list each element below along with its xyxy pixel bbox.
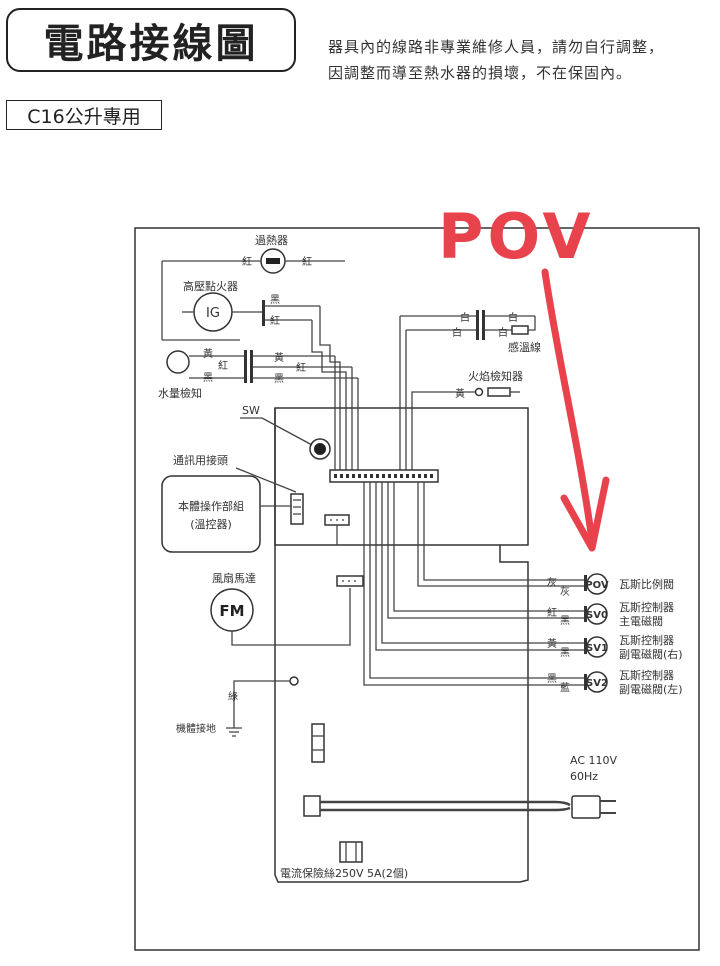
wire-color-label: 黑: [547, 673, 557, 685]
flame-sensor-symbol: [487, 387, 511, 397]
pov-code: POV: [585, 580, 609, 591]
valve-sv2: SV2 瓦斯控制器 副電磁閥(左) 黑 藍: [547, 668, 683, 696]
controller-box: [161, 475, 261, 553]
wire-color-label: 黃: [203, 347, 213, 360]
temp-sensor-label: 感溫線: [508, 340, 541, 354]
connector-pin: [340, 474, 343, 478]
sv2-code: SV2: [586, 678, 608, 689]
sv1-code: SV1: [586, 643, 608, 654]
power-plug-symbol: [571, 795, 601, 819]
overheat-sensor: [161, 248, 345, 340]
valve-sv0: SV0 瓦斯控制器 主電磁閥 紅 黑: [547, 600, 674, 628]
wire-color-label: 黑: [560, 615, 570, 627]
comm-connector-label: 通訊用接頭: [173, 453, 228, 467]
connector-pin: [334, 474, 337, 478]
power-frequency-label: 60Hz: [570, 770, 598, 783]
handwritten-annotation: POV: [438, 200, 610, 552]
main-connector: [329, 469, 439, 483]
ground-label: 機體接地: [176, 722, 216, 735]
sv1-name-1: 瓦斯控制器: [619, 633, 674, 647]
igniter-label: 高壓點火器: [183, 279, 238, 293]
connector-pins: [334, 474, 433, 478]
valve-sv1: SV1 瓦斯控制器 副電磁閥(右) 黃 黑: [547, 633, 683, 661]
comm-connector: [290, 493, 304, 525]
sv1-name-2: 副電磁閥(右): [619, 647, 683, 661]
warning-notice-line-2: 因調整而導至熱水器的損壞，不在保固內。: [328, 64, 633, 82]
temp-sensor-symbol: [511, 325, 529, 335]
wire-color-label: 綠: [228, 691, 238, 703]
wire-color-label: 紅: [547, 607, 557, 619]
model-label: C16公升專用: [6, 100, 162, 130]
wire-color-label: 藍: [560, 681, 570, 694]
power-connector: [303, 795, 321, 817]
switch-symbol: [309, 438, 331, 460]
water-sensor-label: 水量檢知: [158, 386, 202, 400]
main-board: [274, 407, 529, 883]
wire-color-label: 紅: [296, 362, 306, 374]
sv2-name-1: 瓦斯控制器: [619, 668, 674, 682]
connector-pin: [394, 474, 397, 478]
annotation-pov-text: POV: [438, 200, 594, 273]
wire-color-label: 黑: [274, 373, 284, 385]
wire-color-label: 灰: [560, 585, 570, 598]
fuse-upper: [311, 723, 325, 763]
flame-sensor-label: 火焰檢知器: [468, 369, 523, 383]
page-title: 電路接線圖: [6, 8, 296, 72]
wire-color-label: 紅: [270, 315, 280, 327]
wire-color-label: 黑: [560, 647, 570, 659]
connector-pin: [400, 474, 403, 478]
wire-color-label: 黑: [270, 294, 280, 306]
connector-pin: [364, 474, 367, 478]
wire-color-label: 白: [460, 311, 470, 324]
warning-notice-line-1: 器具內的線路非專業維修人員，請勿自行調整，: [328, 38, 665, 56]
fan-plug: [336, 575, 364, 587]
water-sensor-symbol: [166, 350, 190, 374]
igniter-code: IG: [206, 306, 220, 321]
connector-pin: [412, 474, 415, 478]
pov-name: 瓦斯比例閥: [619, 577, 674, 591]
fan-code: FM: [219, 602, 244, 620]
wire-color-label: 白: [498, 326, 508, 339]
connector-pin: [388, 474, 391, 478]
wire-color-label: 白: [452, 326, 462, 339]
connector-pin: [406, 474, 409, 478]
wire-color-label: 紅: [218, 360, 228, 372]
diagram-frame: [134, 227, 700, 951]
power-voltage-label: AC 110V: [570, 754, 618, 767]
annotation-arrow-head: [560, 476, 610, 552]
sw-label: SW: [242, 404, 260, 417]
controller-label-2: (溫控器): [190, 517, 232, 531]
controller-label-1: 本體操作部組: [178, 499, 244, 513]
wire-color-label: 白: [508, 311, 518, 324]
fuse-lower: [339, 841, 363, 863]
connector-pin: [376, 474, 379, 478]
wire-color-label: 紅: [242, 256, 252, 268]
overheat-label: 過熱器: [255, 234, 288, 247]
wire-color-label: 黃: [274, 351, 284, 364]
connector-pin: [352, 474, 355, 478]
connector-pin: [370, 474, 373, 478]
annotation-arrow-shaft: [541, 268, 596, 544]
connector-pin: [346, 474, 349, 478]
sv0-name-1: 瓦斯控制器: [619, 600, 674, 614]
connector-pin: [430, 474, 433, 478]
wire-color-label: 紅: [302, 256, 312, 268]
fuse-label: 電流保險絲250V 5A(2個): [280, 866, 408, 880]
valve-pov: POV 瓦斯比例閥 灰 灰: [547, 573, 674, 598]
sv2-name-2: 副電磁閥(左): [619, 683, 683, 696]
connector-pin: [418, 474, 421, 478]
connector-pin: [424, 474, 427, 478]
sv0-code: SV0: [586, 610, 608, 621]
fan-label: 風扇馬達: [212, 571, 256, 585]
wire-color-label: 灰: [547, 576, 557, 589]
wire-color-label: 黃: [547, 637, 557, 650]
connector-pin: [382, 474, 385, 478]
wire-color-label: 黃: [455, 387, 465, 400]
sv0-name-2: 主電磁閥: [619, 615, 663, 628]
connector-pin: [358, 474, 361, 478]
